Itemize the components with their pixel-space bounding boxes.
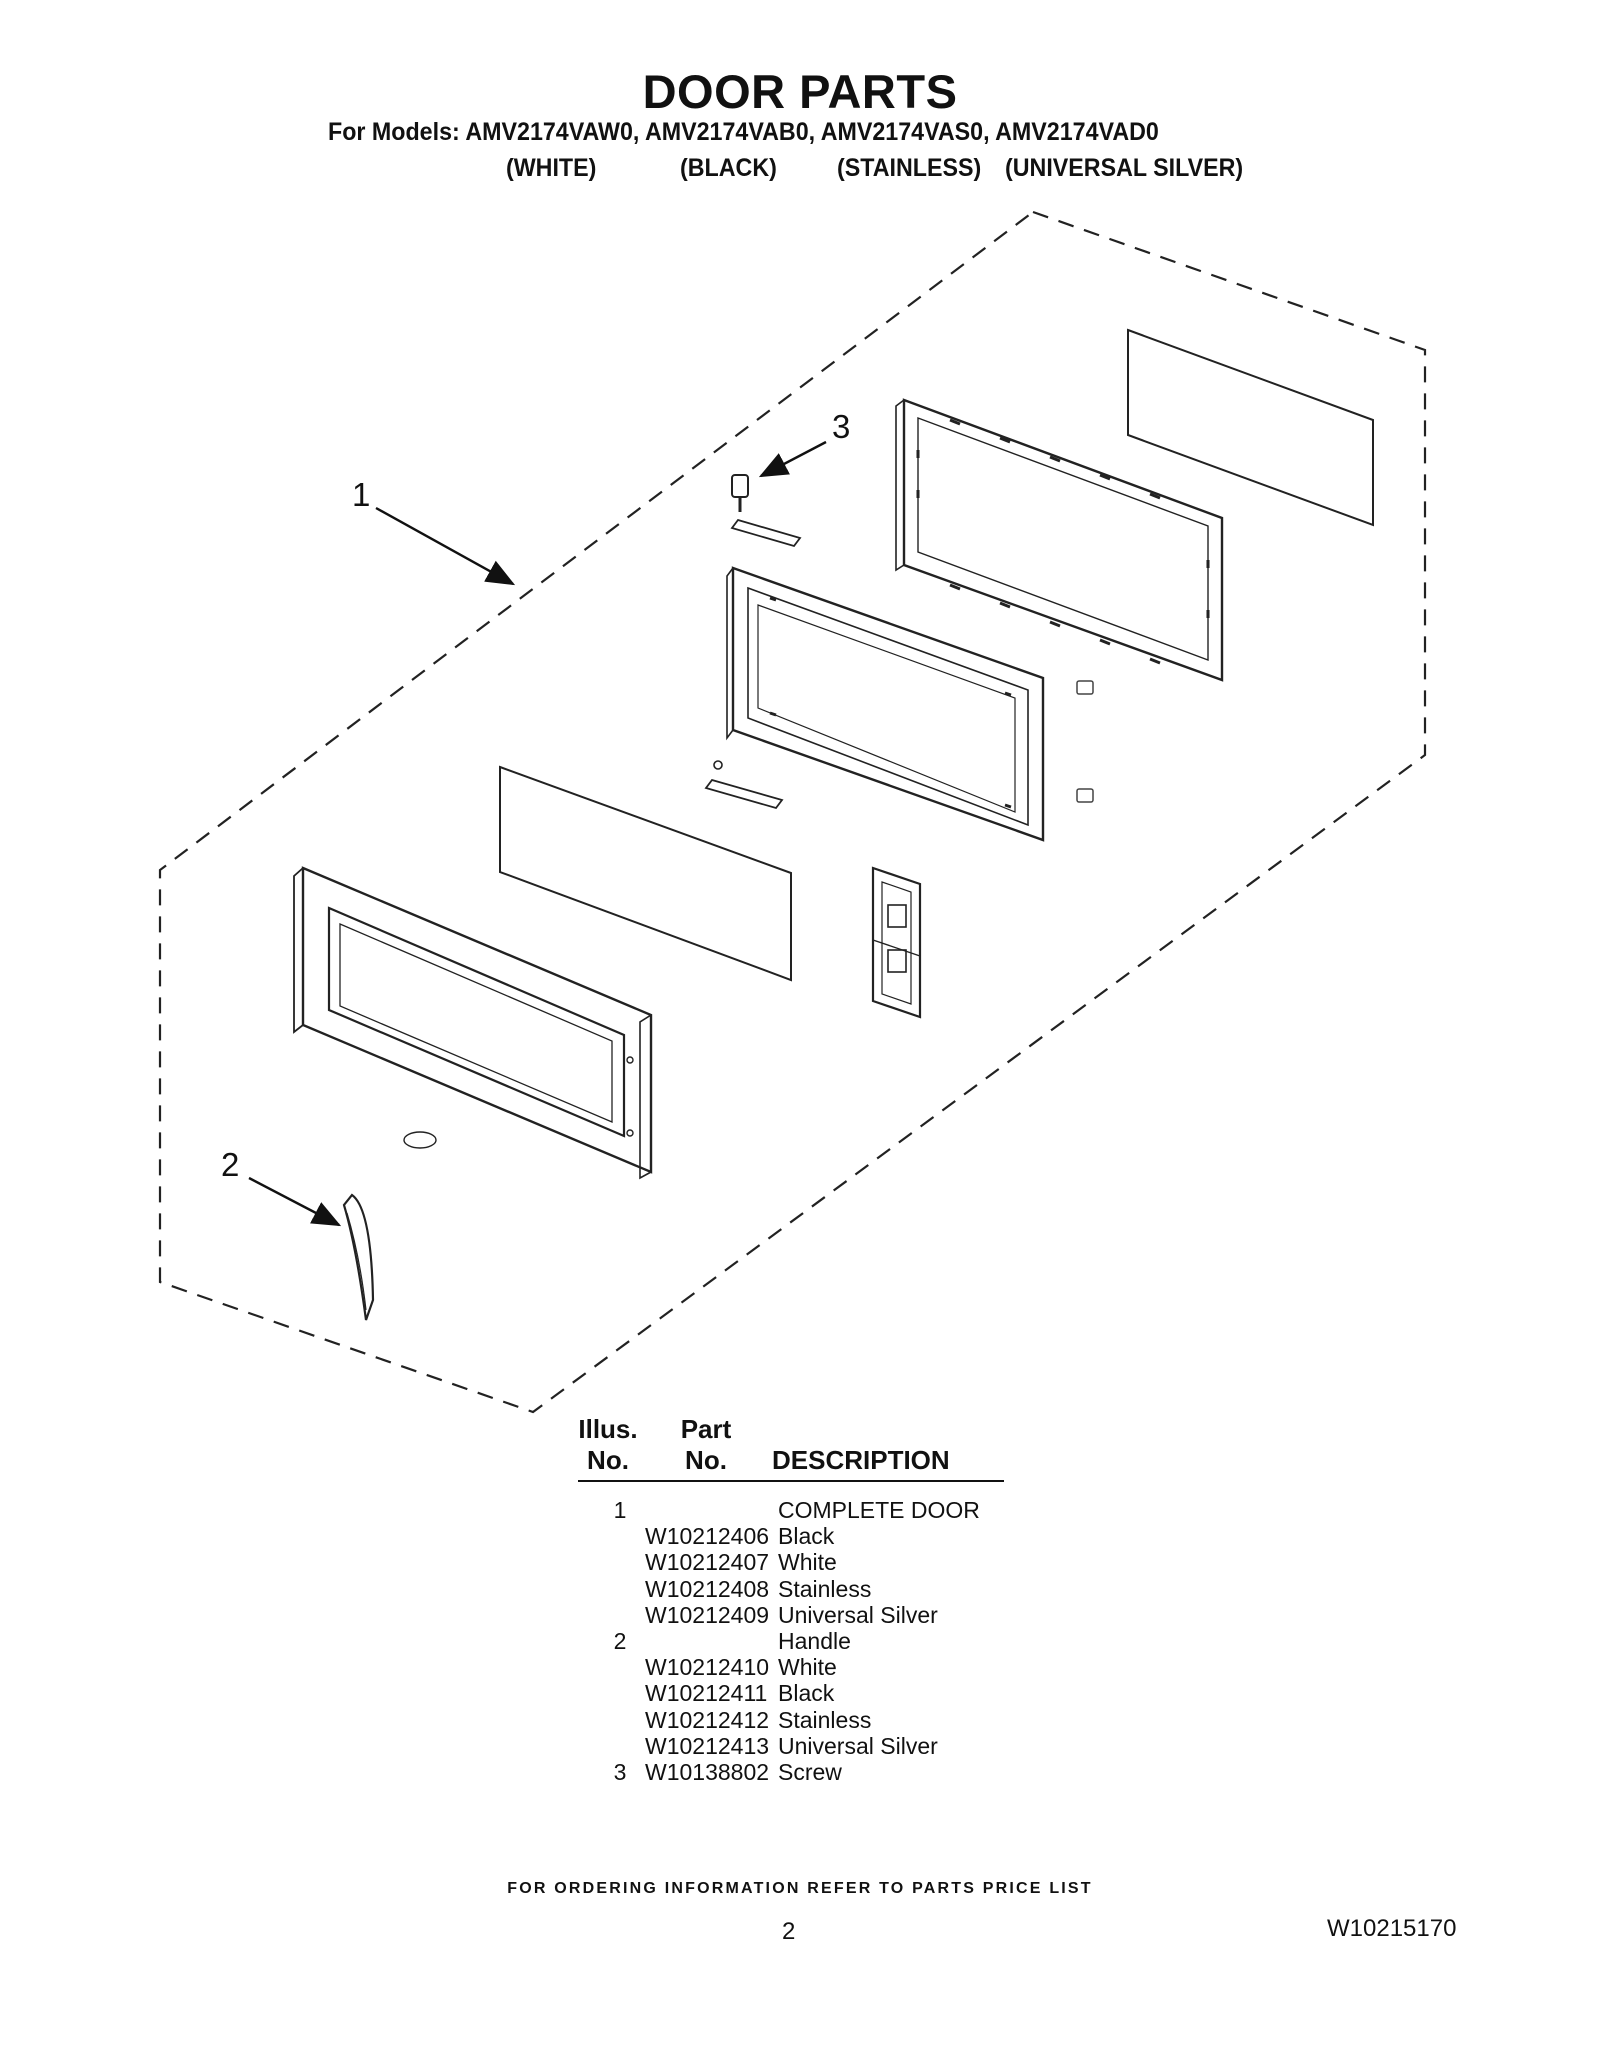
- variant-black: (BLACK): [680, 154, 777, 182]
- header-illus-no: Illus. No.: [572, 1414, 644, 1476]
- description-cell: Universal Silver: [778, 1601, 938, 1628]
- callout-1: 1: [352, 476, 371, 513]
- description-cell: Stainless: [778, 1575, 872, 1602]
- header-description: DESCRIPTION: [772, 1445, 950, 1475]
- document-number: W10215170: [1327, 1915, 1457, 1942]
- part-no-cell: W10138802: [645, 1759, 770, 1785]
- description-cell: Black: [778, 1523, 835, 1550]
- callout-2: 2: [221, 1146, 240, 1183]
- screw-part: [730, 474, 802, 548]
- part-no-cell: W10212406: [645, 1523, 770, 1550]
- callout-2-leader: [248, 1176, 342, 1227]
- description-cell: Handle: [778, 1628, 851, 1654]
- header-part-line1: Part: [680, 1414, 732, 1444]
- part-no-cell: W10212410: [645, 1654, 770, 1681]
- header-illus-line2: No.: [587, 1445, 629, 1475]
- description-cell: White: [778, 1654, 837, 1681]
- description-cell: Screw: [778, 1759, 842, 1785]
- description-cell: White: [778, 1549, 837, 1576]
- callout-3: 3: [832, 408, 851, 445]
- part-no-cell: W10212411: [645, 1680, 768, 1707]
- variant-stainless: (STAINLESS): [837, 154, 982, 182]
- inner-glass-panel: [499, 765, 792, 982]
- rear-glass-panel: [1127, 328, 1374, 527]
- door-handle: [342, 1193, 375, 1321]
- assembly-boundary: [158, 210, 1427, 1414]
- description-cell: Black: [778, 1680, 835, 1707]
- lower-bracket: [704, 760, 784, 810]
- description-cell: Stainless: [778, 1706, 872, 1733]
- hinge-clips: [1076, 680, 1094, 803]
- table-header-rule: [578, 1480, 1004, 1482]
- page-number: 2: [782, 1918, 796, 1945]
- models-line: For Models: AMV2174VAW0, AMV2174VAB0, AM…: [328, 118, 1159, 146]
- latch-assembly: [871, 866, 922, 1019]
- page-title: DOOR PARTS: [642, 65, 958, 118]
- part-no-cell: W10212408: [645, 1575, 770, 1602]
- header-part-no: Part No.: [668, 1414, 744, 1476]
- description-cell: Universal Silver: [778, 1732, 938, 1759]
- illus-no-cell: 1: [613, 1497, 627, 1523]
- illus-no-cell: 2: [613, 1628, 627, 1654]
- part-no-cell: W10212409: [645, 1601, 770, 1628]
- callout-1-leader: [375, 506, 516, 586]
- description-cell: COMPLETE DOOR: [778, 1497, 980, 1523]
- part-no-cell: W10212413: [645, 1732, 770, 1759]
- variant-universal-silver: (UNIVERSAL SILVER): [1005, 154, 1244, 182]
- inner-door-frame: [726, 566, 1045, 842]
- part-no-cell: W10212407: [645, 1549, 770, 1576]
- exploded-parts-diagram: [158, 210, 1427, 1414]
- rear-door-frame: [895, 398, 1224, 682]
- header-part-line2: No.: [685, 1445, 727, 1475]
- header-illus-line1: Illus.: [578, 1414, 638, 1444]
- front-door-panel: [293, 866, 653, 1180]
- part-no-cell: W10212412: [645, 1706, 770, 1733]
- callout-3-leader: [758, 440, 827, 478]
- variant-white: (WHITE): [506, 154, 597, 182]
- ordering-note: FOR ORDERING INFORMATION REFER TO PARTS …: [507, 1880, 1093, 1897]
- illus-no-cell: 3: [613, 1759, 627, 1785]
